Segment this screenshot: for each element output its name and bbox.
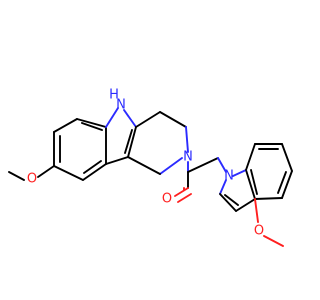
- ring-nitrogen-label: N: [183, 150, 193, 165]
- bond: [83, 160, 102, 174]
- bond: [127, 156, 161, 175]
- bond-layer: [8, 107, 293, 247]
- bond: [219, 193, 237, 212]
- bond: [105, 107, 119, 128]
- bond: [82, 163, 107, 181]
- bond: [254, 198, 259, 223]
- bond: [105, 156, 129, 165]
- bond: [37, 165, 55, 178]
- bond: [187, 157, 219, 173]
- bond: [232, 169, 247, 177]
- molecule-structure-diagram: H N N N O O O: [8, 88, 293, 247]
- atom-label-layer: H N N N O O O: [27, 88, 264, 239]
- bond: [124, 129, 133, 154]
- methoxy-oxygen-label-left: O: [27, 172, 37, 187]
- bond: [277, 171, 287, 194]
- bond: [254, 197, 283, 200]
- bond: [250, 169, 258, 195]
- bond: [8, 171, 25, 181]
- bond: [174, 187, 189, 197]
- bond: [217, 157, 227, 173]
- bond: [224, 194, 239, 206]
- indole-nitrogen-label: N: [224, 169, 234, 184]
- bond: [53, 118, 78, 133]
- bond: [245, 143, 256, 171]
- bond: [281, 170, 293, 199]
- bond: [76, 118, 107, 128]
- nh-hydrogen-label: H: [109, 88, 119, 103]
- bond: [81, 122, 103, 131]
- bond: [235, 198, 256, 212]
- bond: [219, 179, 227, 195]
- carbonyl-oxygen-label: O: [162, 192, 172, 207]
- bond: [177, 193, 192, 203]
- bond: [263, 235, 284, 247]
- bond: [53, 165, 84, 181]
- bond: [245, 169, 256, 200]
- bond: [185, 126, 189, 153]
- bond: [127, 126, 137, 158]
- methoxy-oxygen-label-right: O: [254, 224, 264, 239]
- bond: [159, 111, 187, 128]
- bond: [159, 157, 183, 175]
- bond: [135, 111, 161, 128]
- bond: [123, 109, 137, 128]
- nh-nitrogen-label: N: [116, 98, 126, 113]
- bond: [281, 143, 293, 172]
